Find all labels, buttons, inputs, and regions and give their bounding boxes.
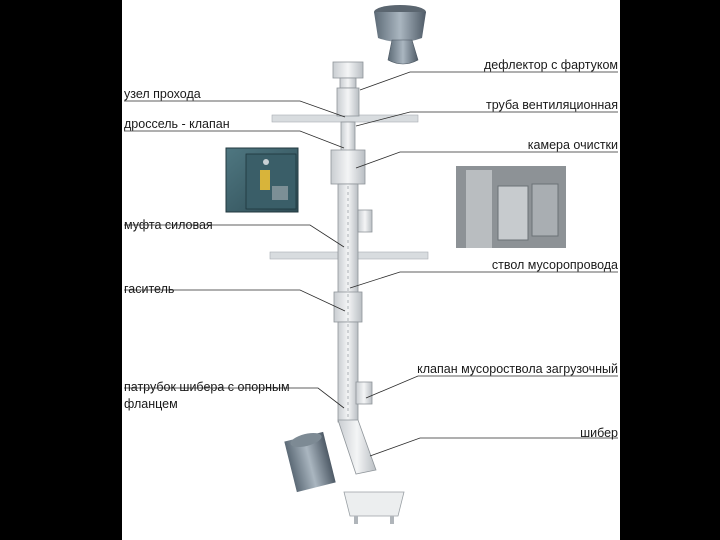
chute-pipe (331, 62, 376, 474)
label-pass-node: узел прохода (124, 87, 201, 101)
label-gate: шибер (580, 426, 618, 440)
label-deflector: дефлектор с фартуком (484, 58, 618, 72)
label-damper: гаситель (124, 282, 174, 296)
deflector-photo (374, 5, 426, 64)
control-box-photo (226, 148, 298, 212)
label-chute-shaft: ствол мусоропровода (492, 258, 618, 272)
label-throttle-valve: дроссель - клапан (124, 117, 230, 131)
label-cleaning-chamber: камера очистки (528, 138, 618, 152)
waste-container (344, 492, 404, 524)
cleaning-chamber-photo (456, 166, 566, 248)
label-power-coupling: муфта силовая (124, 218, 213, 232)
label-gate-pipe-line2: фланцем (124, 397, 178, 411)
label-vent-pipe: труба вентиляционная (486, 98, 618, 112)
label-gate-pipe-line1: патрубок шибера с опорным (124, 380, 290, 394)
label-loading-valve: клапан мусороствола загрузочный (417, 362, 618, 376)
gate-photo (284, 430, 335, 492)
